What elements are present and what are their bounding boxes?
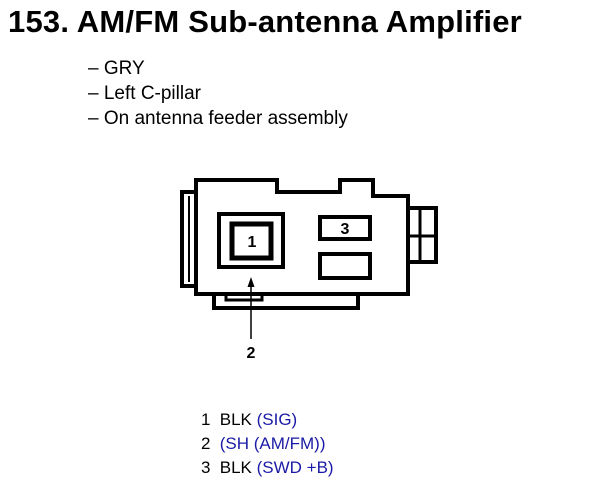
pin-number: 1 <box>201 410 211 429</box>
pin-wire: BLK <box>219 410 257 429</box>
pin-wire: BLK <box>219 458 257 477</box>
pin-2-callout-arrow <box>247 277 255 287</box>
pin-signal: (SH (AM/FM)) <box>219 434 326 453</box>
terminal-1-inner <box>229 221 274 261</box>
pin-list: 1 BLK (SIG) 2 (SH (AM/FM)) 3 BLK (SWD +B… <box>201 408 334 480</box>
callout-label-2: 2 <box>247 345 256 362</box>
pin-signal: (SWD +B) <box>256 458 334 477</box>
note-color: – GRY <box>88 58 145 79</box>
pin-row-1: 1 BLK (SIG) <box>201 408 334 432</box>
connector-bottom-shroud <box>212 294 360 310</box>
terminal-1-outer <box>217 212 285 269</box>
pin-row-2: 2 (SH (AM/FM)) <box>201 432 334 456</box>
pin-number: 2 <box>201 434 211 453</box>
terminal-3-cavity <box>318 215 372 241</box>
terminal-label-1: 1 <box>248 234 257 251</box>
pin-signal: (SIG) <box>256 410 298 429</box>
connector-left-latch <box>180 190 196 288</box>
connector-housing <box>194 178 410 296</box>
note-location: – Left C-pillar <box>88 83 201 104</box>
terminal-label-3: 3 <box>341 221 350 238</box>
pin-number: 3 <box>201 458 211 477</box>
page-title: 153. AM/FM Sub-antenna Amplifier <box>8 4 522 39</box>
connector-notes: – GRY – Left C-pillar – On antenna feede… <box>88 56 348 131</box>
terminal-cavity-lower <box>318 252 372 280</box>
pin-row-3: 3 BLK (SWD +B) <box>201 456 334 480</box>
note-mounting: – On antenna feeder assembly <box>88 108 348 129</box>
